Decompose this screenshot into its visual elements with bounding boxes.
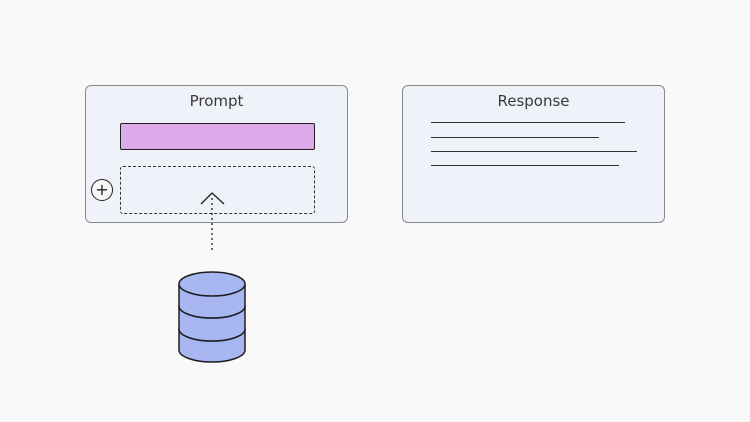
database-icon[interactable] [178, 271, 246, 363]
plus-icon: + [95, 179, 109, 199]
prompt-title: Prompt [189, 92, 244, 110]
response-text-line [431, 165, 619, 166]
response-text-line [431, 137, 599, 138]
response-text-line [431, 122, 625, 123]
chevron-up-icon [200, 192, 225, 205]
prompt-panel: Prompt + [85, 85, 348, 223]
context-drop-zone[interactable] [120, 166, 315, 214]
response-text-line [431, 151, 637, 152]
add-context-button[interactable]: + [91, 179, 113, 201]
response-panel: Response [402, 85, 665, 223]
response-title: Response [497, 92, 570, 110]
prompt-text-bar [120, 123, 315, 150]
